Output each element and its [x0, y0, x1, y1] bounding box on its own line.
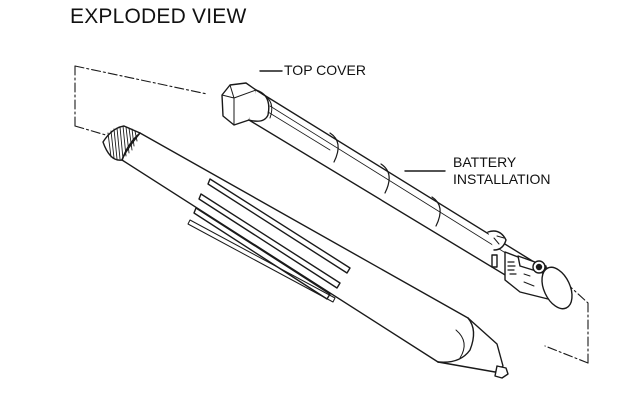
top-cover-assembly — [221, 82, 573, 310]
end-disc — [541, 266, 573, 310]
battery-callout-line2: INSTALLATION — [453, 171, 551, 187]
probe-nib — [494, 365, 509, 379]
battery-tube — [248, 89, 535, 285]
exploded-view-envelope — [74, 65, 589, 364]
battery-contact — [487, 230, 507, 251]
outer-housing — [102, 125, 509, 379]
top-cover-callout: TOP COVER — [284, 62, 366, 78]
housing-tube — [121, 132, 469, 363]
battery-callout-line1: BATTERY — [453, 154, 517, 170]
housing-tip — [437, 317, 475, 363]
battery-installation-callout: BATTERY INSTALLATION — [453, 154, 551, 188]
page-title: EXPLODED VIEW — [70, 5, 247, 28]
housing-slots — [187, 178, 351, 303]
